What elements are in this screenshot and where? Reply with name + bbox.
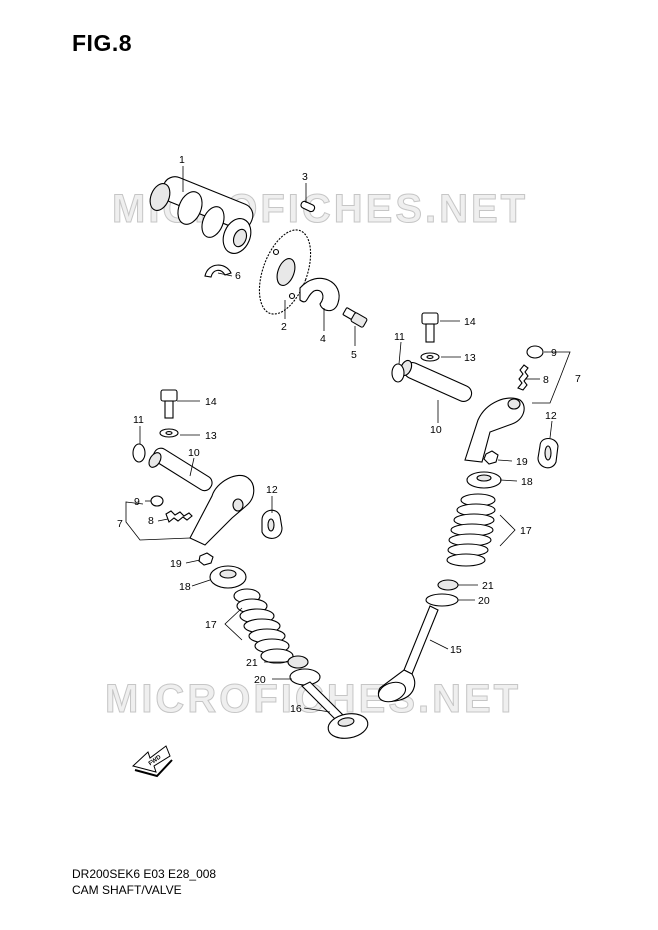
spring-seat-right — [425, 593, 459, 607]
callout-9-left: 9 — [134, 496, 140, 508]
spring-seat-left — [289, 668, 321, 686]
callout-8-right: 8 — [543, 374, 549, 386]
callout-13-left: 13 — [205, 430, 217, 442]
rocker-arm-right — [464, 397, 525, 463]
callout-7-left: 7 — [117, 518, 123, 530]
callout-6: 6 — [235, 270, 241, 282]
bolt-left — [160, 389, 178, 419]
callout-4: 4 — [320, 333, 326, 345]
callout-19-left: 19 — [170, 558, 182, 570]
adjuster-screw-left — [165, 510, 193, 523]
callout-9-right: 9 — [551, 347, 557, 359]
callout-10-right: 10 — [430, 424, 442, 436]
camshaft — [149, 176, 254, 254]
valve-left — [301, 681, 369, 739]
callout-5: 5 — [351, 349, 357, 361]
callout-14-right: 14 — [464, 316, 476, 328]
callout-18-left: 18 — [179, 581, 191, 593]
callout-19-right: 19 — [516, 456, 528, 468]
fwd-arrow-icon: FWD — [131, 745, 173, 778]
callout-2: 2 — [281, 321, 287, 333]
callout-21-left: 21 — [246, 657, 258, 669]
callout-10-left: 10 — [188, 447, 200, 459]
seal-left — [287, 655, 309, 669]
seal-right — [437, 579, 459, 591]
adjuster-screw-right — [517, 364, 529, 391]
callout-12-left: 12 — [266, 484, 278, 496]
callout-14-left: 14 — [205, 396, 217, 408]
callout-labels: 1 2 3 4 5 6 7 8 9 10 11 12 13 14 7 8 9 1… — [117, 154, 581, 715]
valve-spring-left — [233, 588, 294, 664]
callout-8-left: 8 — [148, 515, 154, 527]
cotter-right — [483, 450, 499, 465]
figure-title: FIG.8 — [72, 30, 133, 56]
callout-1: 1 — [179, 154, 185, 166]
adjuster-nut-left — [150, 495, 164, 507]
adjuster-nut-right — [526, 345, 544, 359]
callout-3: 3 — [302, 171, 308, 183]
model-code: DR200SEK6 E03 E28_008 — [72, 867, 217, 881]
cotter-left — [198, 552, 214, 566]
callout-17-right: 17 — [520, 525, 532, 537]
rocker-arm-shaft-right — [399, 359, 473, 402]
cam-sprocket — [258, 229, 312, 315]
callout-20-right: 20 — [478, 595, 490, 607]
valve-right — [377, 605, 439, 703]
leader-lines — [125, 166, 571, 713]
knock-pin — [300, 200, 316, 213]
callout-7-right: 7 — [575, 373, 581, 385]
callout-16: 16 — [290, 703, 302, 715]
o-ring-right — [391, 363, 405, 383]
callout-18-right: 18 — [521, 476, 533, 488]
o-ring-left — [132, 443, 146, 463]
sprocket-bolt — [342, 307, 368, 328]
callout-11-left: 11 — [133, 414, 144, 426]
bolt-right — [421, 312, 439, 343]
sprocket-plate — [299, 277, 340, 312]
callout-21-right: 21 — [482, 580, 494, 592]
rocker-arm-shaft-left — [148, 447, 213, 492]
rocker-arm-left — [189, 474, 255, 546]
valve-spring-right — [446, 493, 496, 567]
section-name: CAM SHAFT/VALVE — [72, 883, 182, 897]
callout-12-right: 12 — [545, 410, 557, 422]
callout-15: 15 — [450, 644, 462, 656]
callout-11-right: 11 — [394, 331, 405, 343]
callout-20-left: 20 — [254, 674, 266, 686]
callout-13-right: 13 — [464, 352, 476, 364]
callout-17-left: 17 — [205, 619, 217, 631]
